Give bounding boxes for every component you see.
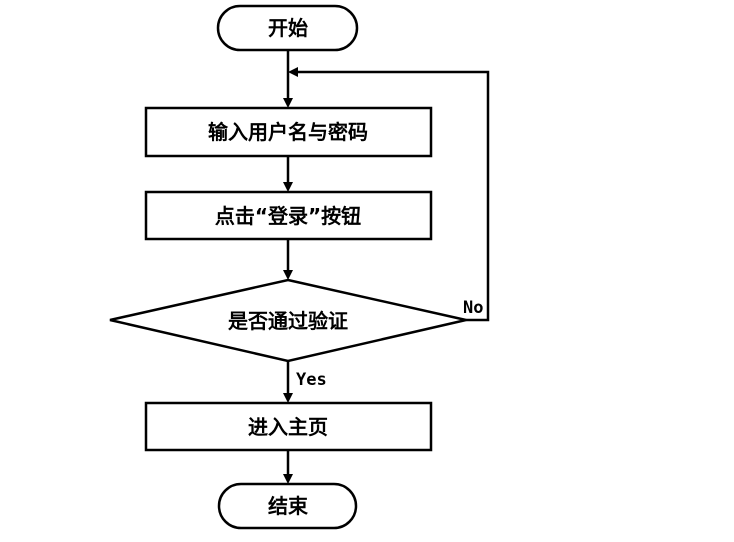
edge-no-loop xyxy=(288,67,490,322)
click-login-label: 点击“登录”按钮 xyxy=(215,204,361,228)
verify-label: 是否通过验证 xyxy=(227,309,348,333)
input-credentials-node: 输入用户名与密码 xyxy=(144,106,433,158)
start-node: 开始 xyxy=(216,4,359,52)
edge-input-to-click xyxy=(283,156,293,192)
input-credentials-label: 输入用户名与密码 xyxy=(208,120,368,144)
edge-start-to-input xyxy=(283,50,293,108)
end-node: 结束 xyxy=(217,482,358,530)
edge-yes-to-home xyxy=(283,361,293,403)
edge-yes-label: Yes xyxy=(296,370,327,390)
end-label: 结束 xyxy=(268,494,309,518)
click-login-node: 点击“登录”按钮 xyxy=(144,190,433,241)
enter-home-label: 进入主页 xyxy=(248,415,328,439)
edge-no-label: No xyxy=(463,298,483,318)
enter-home-node: 进入主页 xyxy=(144,401,433,452)
verify-decision-node: 是否通过验证 xyxy=(109,278,467,363)
edge-home-to-end xyxy=(283,450,293,484)
start-label: 开始 xyxy=(268,16,308,40)
edge-click-to-verify xyxy=(283,239,293,280)
